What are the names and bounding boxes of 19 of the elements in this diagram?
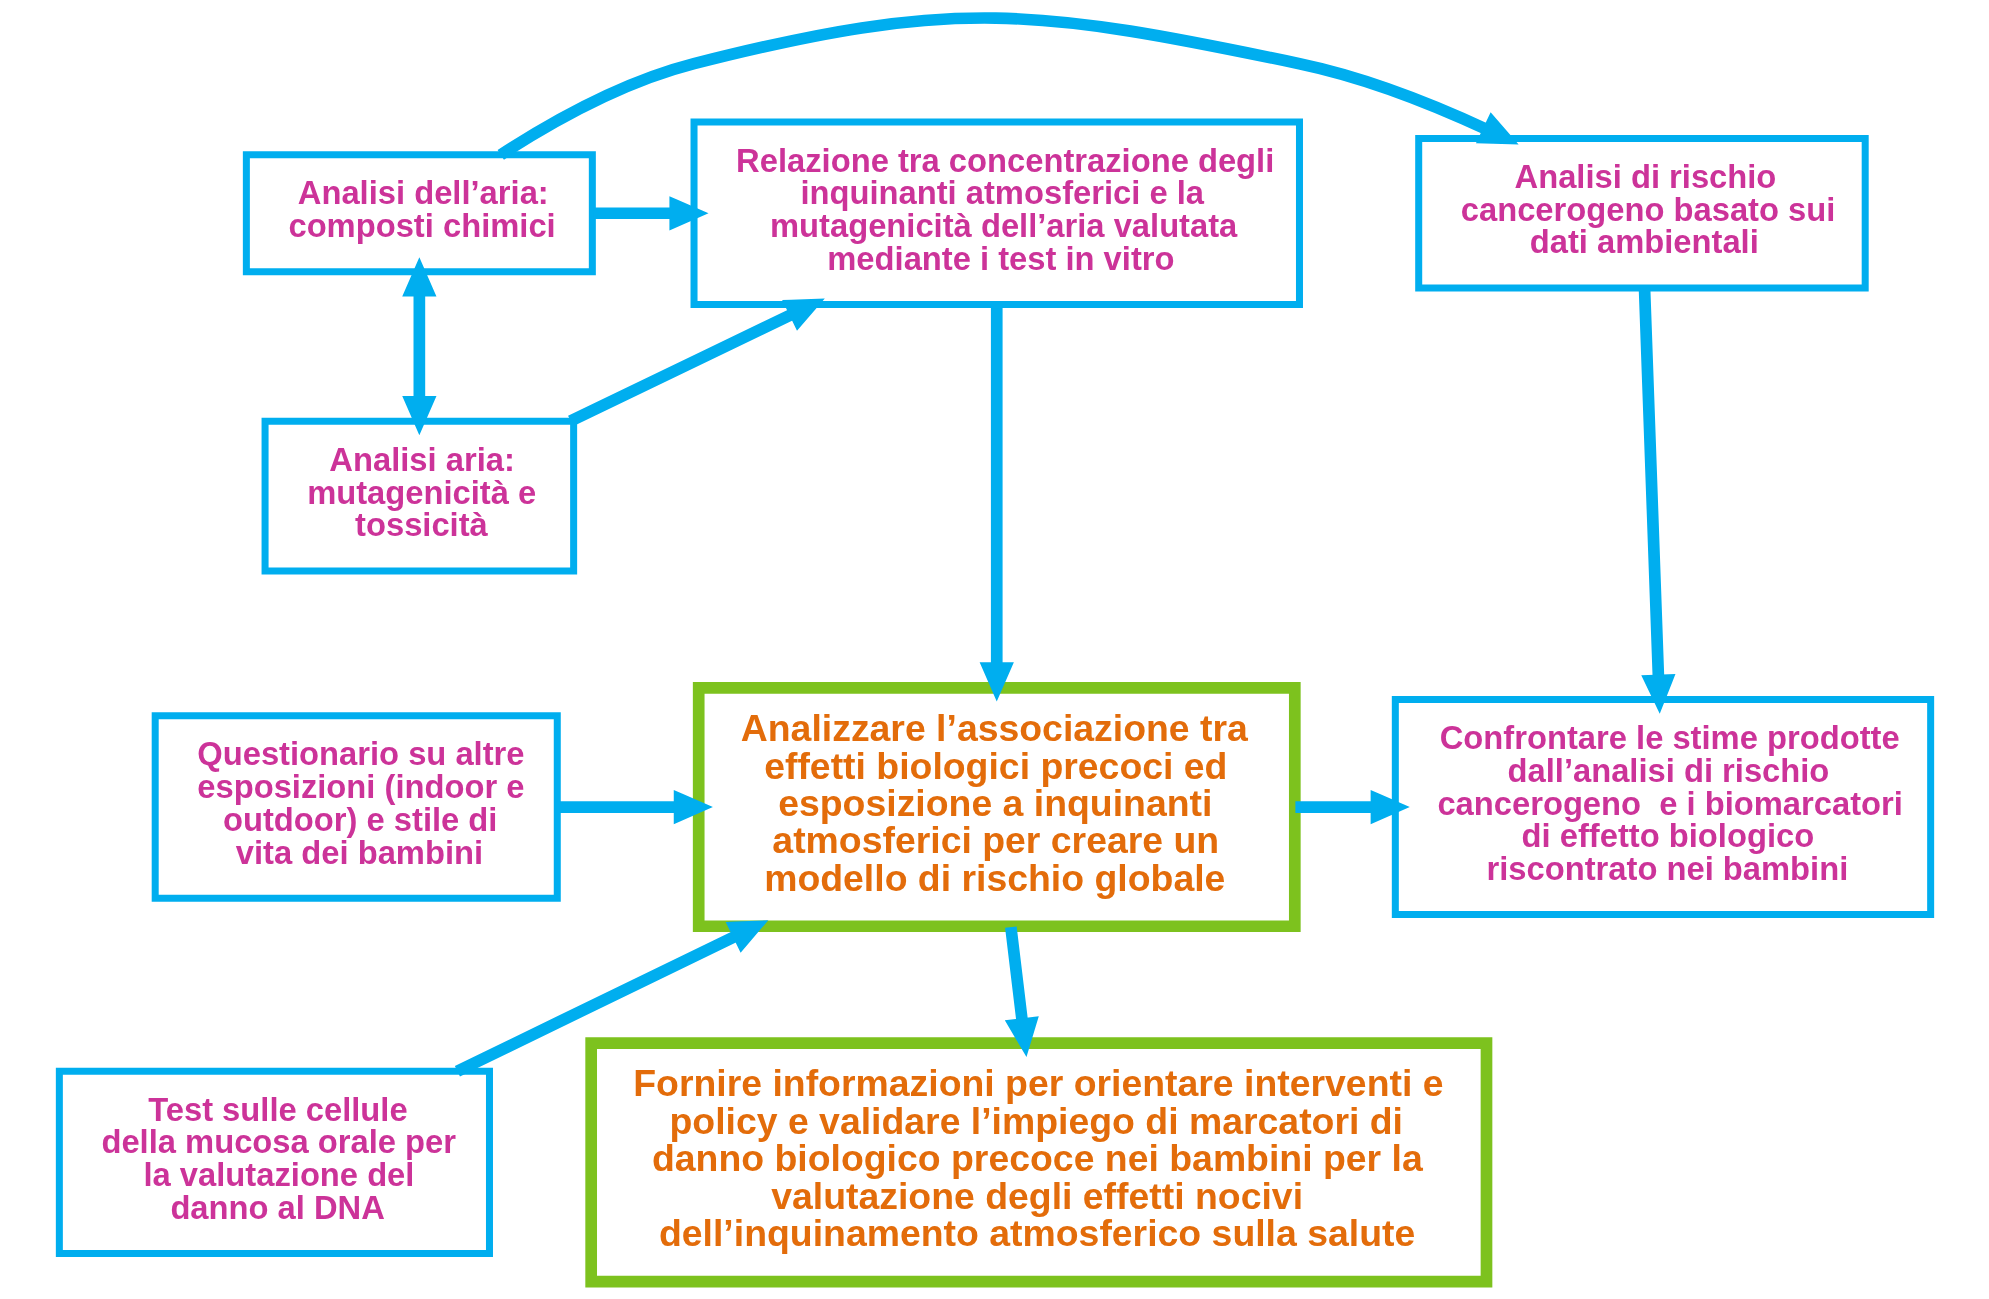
- node-box: Confrontare le stime prodotte dall’analisi di rischio cancerogeno e i biomarcatori di effetto biologico riscontrato nei bambini: [1391, 696, 1934, 919]
- node-box: Analisi dell’aria: composti chimici: [242, 151, 596, 276]
- node-box: Relazione tra concentrazione degli inquinanti atmosferici e la mutagenicità dell’aria valutata mediante i test in vitro: [690, 118, 1303, 308]
- arrow: [1004, 926, 1039, 1058]
- arrow: [979, 305, 1014, 702]
- arrow: [497, 12, 1519, 160]
- arrow: [454, 920, 768, 1077]
- arrow: [1638, 288, 1675, 714]
- node-box: Analizzare l’associazione tra effetti biologici precoci ed esposizione a inquinanti atmosferici per creare un modello di rischio globale: [692, 681, 1301, 933]
- arrow: [592, 196, 709, 231]
- arrow: [567, 298, 825, 427]
- node-box: Analisi aria: mutagenicità e tossicità: [261, 417, 577, 575]
- arrow: [401, 257, 436, 436]
- arrow: [557, 789, 713, 825]
- node-box: Test sulle cellule della mucosa orale per la valutazione del danno al DNA: [55, 1067, 493, 1258]
- arrow: [1294, 789, 1410, 825]
- node-box: Analisi di rischio cancerogeno basato sui dati ambientali: [1414, 134, 1869, 292]
- node-box: Questionario su altre esposizioni (indoor e outdoor) e stile di vita dei bambini: [151, 712, 561, 902]
- node-box: Fornire informazioni per orientare interventi e policy e validare l’impiego di marcatori di danno biologico precoce nei bambini per la valutazione degli effetti nocivi dell’inquinamento atmosferico sulla salute: [584, 1037, 1492, 1288]
